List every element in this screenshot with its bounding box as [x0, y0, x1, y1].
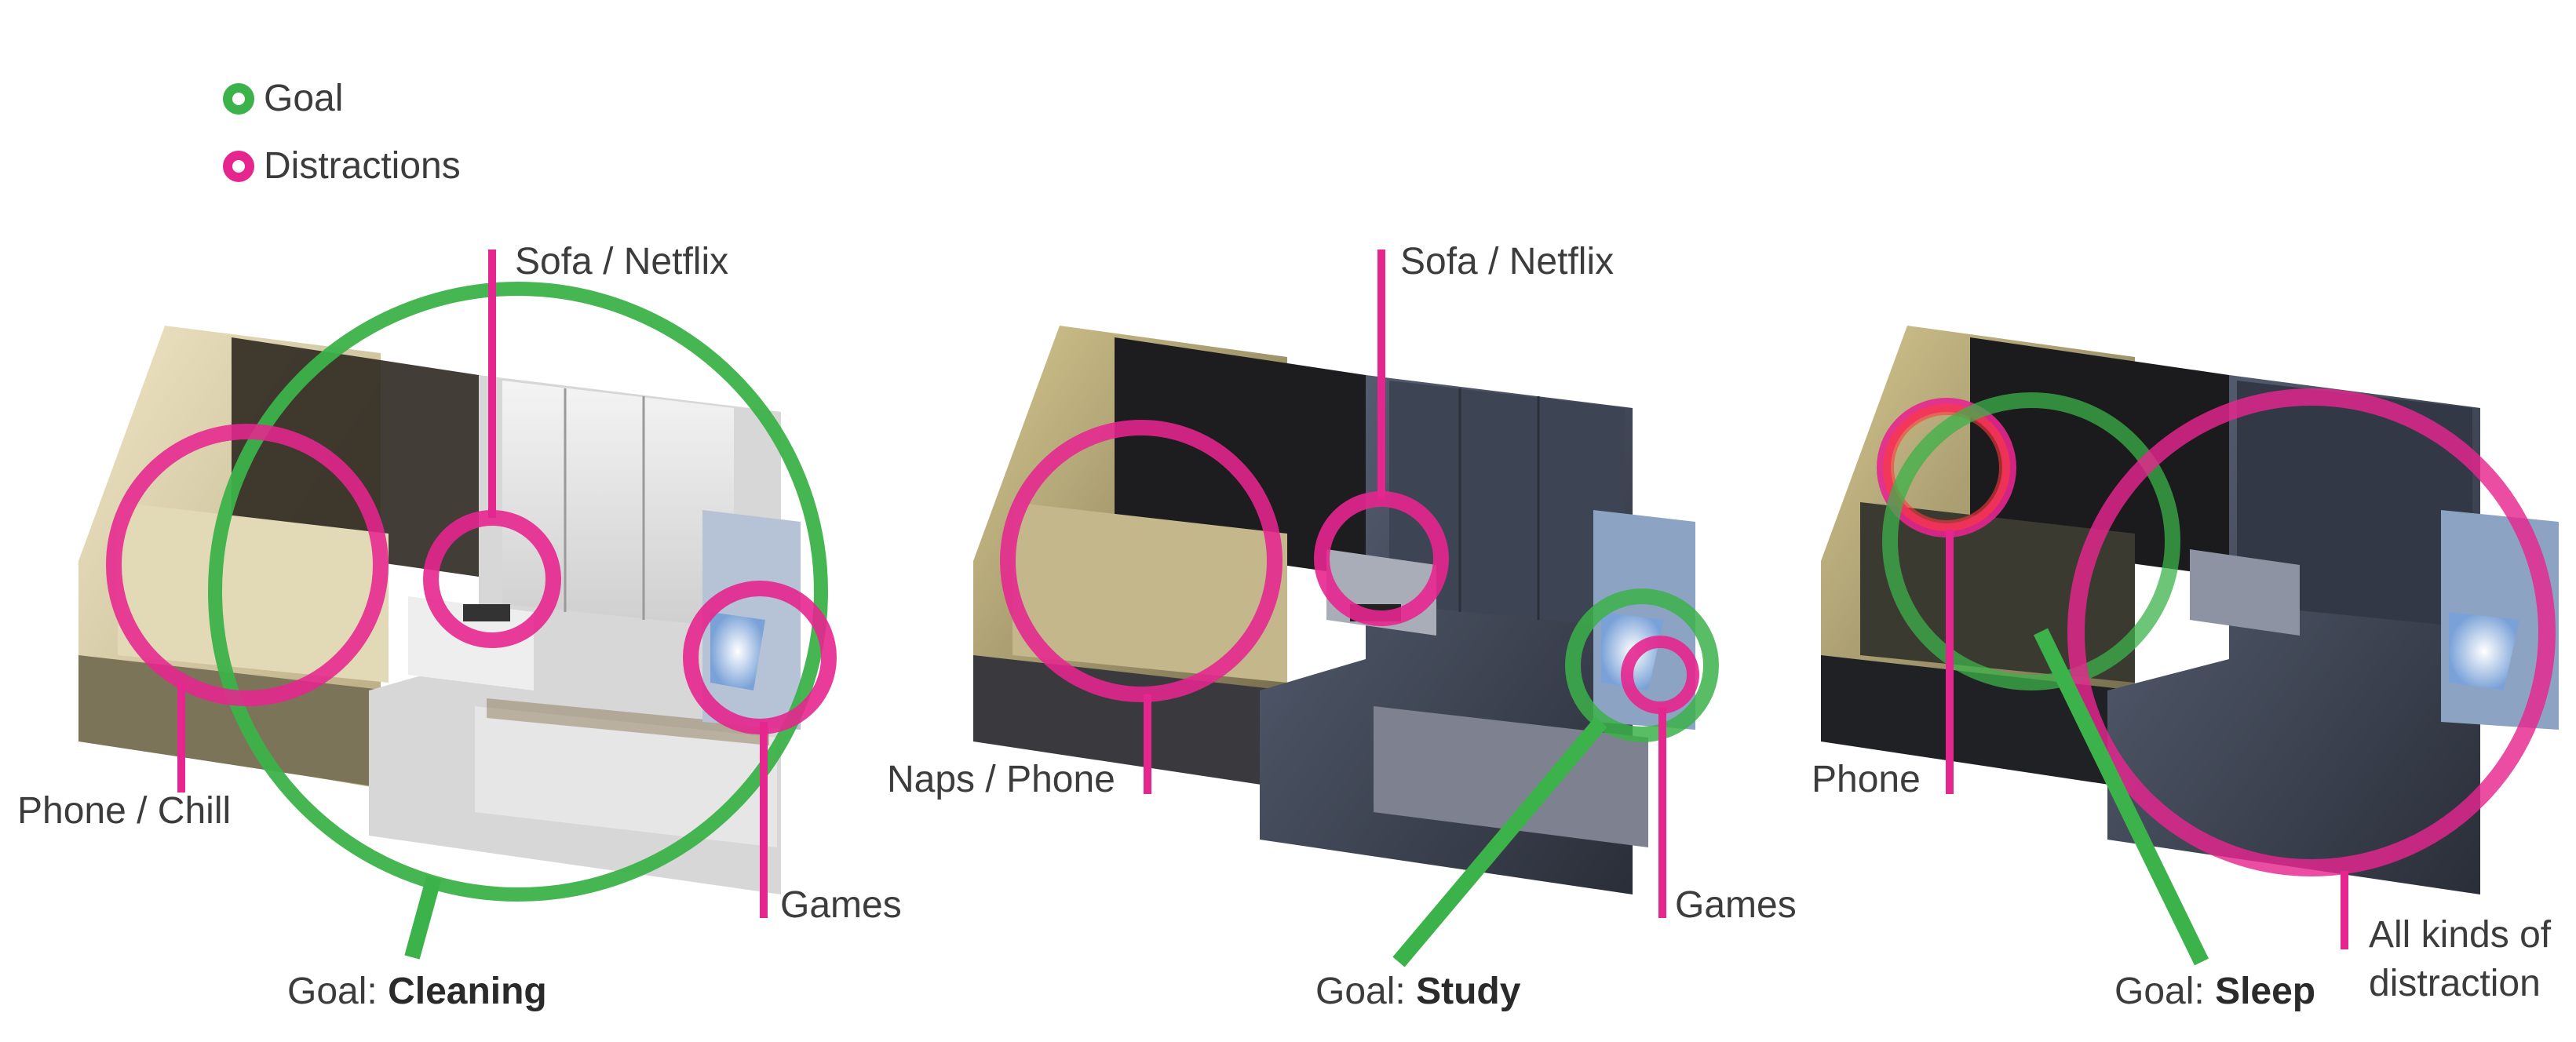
goal-label-cleaning: Goal: Cleaning	[287, 971, 547, 1013]
goal-ring-icon	[223, 82, 254, 115]
legend-goal: Goal	[223, 77, 343, 120]
label-distraction: distraction	[2369, 963, 2541, 1004]
sofa	[2190, 549, 2300, 636]
label-games-1: Games	[780, 884, 902, 926]
goal-leader-cleaning	[404, 875, 442, 960]
bedroom-floor-edge	[973, 655, 1287, 789]
goal-leader-sleep	[2034, 628, 2209, 966]
label-phone-chill: Phone / Chill	[17, 790, 232, 832]
goal-value: Sleep	[2215, 971, 2316, 1012]
goal-prefix: Goal:	[2114, 971, 2216, 1012]
living-window	[502, 381, 734, 628]
goal-label-study: Goal: Study	[1315, 971, 1520, 1013]
counter-items	[487, 698, 769, 745]
goal-value: Cleaning	[388, 971, 547, 1012]
bedroom-floor-edge	[1821, 655, 2135, 789]
distraction-ring-naps-phone	[1000, 420, 1283, 702]
label-sofa-netflix-1: Sofa / Netflix	[515, 241, 729, 282]
tv	[463, 604, 510, 621]
legend-distractions: Distractions	[223, 144, 461, 188]
kitchen-counter	[475, 706, 777, 847]
distraction-ring-all	[2067, 388, 2556, 876]
apartment-panel-study	[973, 250, 1719, 967]
game-screen	[2449, 612, 2519, 690]
bedroom-back-wall	[1115, 337, 1366, 577]
goal-leader-study	[1392, 716, 1607, 967]
goal-prefix: Goal:	[1315, 971, 1417, 1012]
label-naps-phone: Naps / Phone	[887, 759, 1115, 800]
legend-distractions-label: Distractions	[264, 145, 461, 187]
bed	[118, 502, 389, 683]
legend-goal-label: Goal	[264, 78, 344, 119]
distraction-ring-phone-chill	[106, 424, 389, 706]
apartment-panel-sleep	[1821, 326, 2559, 966]
game-screen	[710, 612, 765, 690]
goal-ring-cleaning	[208, 282, 828, 902]
label-games-2: Games	[1675, 884, 1797, 926]
goal-value: Study	[1416, 971, 1521, 1012]
label-sofa-netflix-2: Sofa / Netflix	[1400, 241, 1615, 282]
goal-ring-study	[1565, 588, 1719, 742]
goal-prefix: Goal:	[287, 971, 389, 1012]
label-all-kinds-of: All kinds of	[2369, 914, 2552, 956]
goal-ring-sleep	[1882, 392, 2180, 690]
goal-label-sleep: Goal: Sleep	[2114, 971, 2315, 1013]
bed	[1013, 502, 1287, 683]
distraction-ring-icon	[223, 150, 254, 182]
label-phone: Phone	[1812, 759, 1921, 800]
apartment-panel-cleaning	[78, 250, 837, 960]
